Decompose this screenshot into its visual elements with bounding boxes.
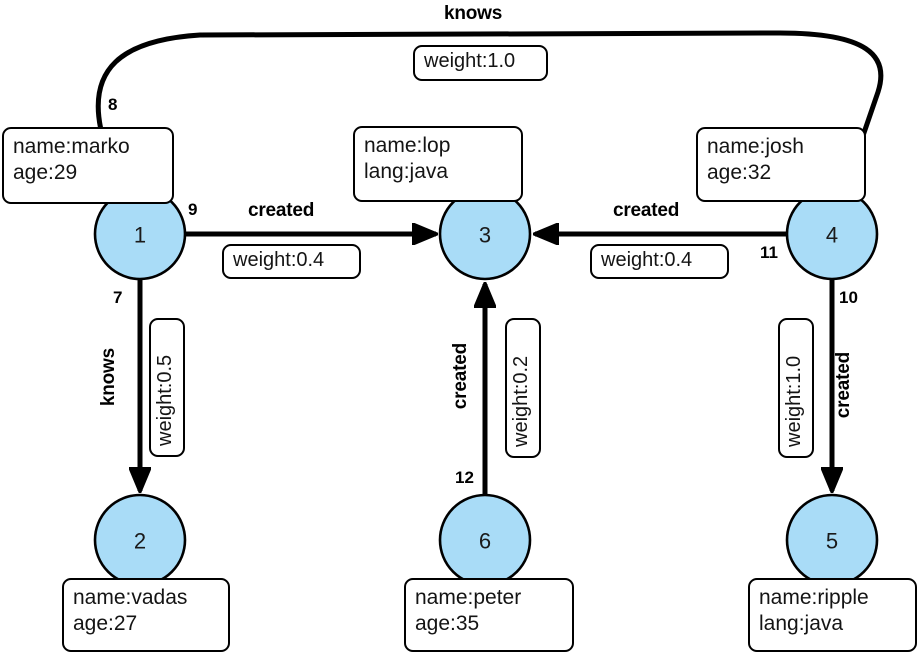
edge-7-type-label: knows [98, 348, 119, 407]
node-5-id: 5 [826, 529, 838, 554]
edge-12-weight-box: weight:0.2 [505, 318, 541, 458]
graph-nodes-layer: 1 2 3 4 5 6 [93, 187, 879, 587]
node-1-id: 1 [134, 223, 146, 248]
edge-9-weight-box: weight:0.4 [222, 244, 361, 279]
edge-10-id-label: 10 [839, 288, 858, 307]
edge-11-type-label: created [613, 200, 680, 221]
edge-8-type-label: knows [444, 3, 503, 24]
node-5-properties: name:ripple lang:java [748, 578, 917, 652]
node-3-id: 3 [479, 223, 491, 248]
edge-8-id-label: 8 [108, 95, 118, 114]
node-3-properties: name:lop lang:java [353, 126, 523, 202]
edge-8-path[interactable] [95, 30, 884, 188]
edge-10-type-label: created [833, 352, 854, 419]
node-4[interactable]: 4 [785, 187, 879, 281]
node-2[interactable]: 2 [93, 493, 187, 587]
edge-8-weight-box: weight:1.0 [413, 45, 548, 81]
node-6[interactable]: 6 [438, 493, 532, 587]
edge-10-weight-box: weight:1.0 [778, 318, 814, 458]
edge-11-weight-box: weight:0.4 [590, 244, 729, 279]
edge-12-type-label: created [450, 343, 471, 410]
node-2-properties: name:vadas age:27 [62, 578, 230, 652]
node-1-properties: name:marko age:29 [2, 127, 174, 204]
node-4-id: 4 [826, 223, 838, 248]
node-2-id: 2 [134, 529, 146, 554]
edge-7-weight-box: weight:0.5 [149, 318, 185, 457]
edge-9-type-label: created [248, 200, 315, 221]
node-6-id: 6 [479, 529, 491, 554]
edge-11-id-label: 11 [760, 243, 778, 262]
edge-12-id-label: 12 [455, 468, 474, 487]
node-6-properties: name:peter age:35 [404, 578, 574, 652]
node-4-properties: name:josh age:32 [696, 127, 866, 202]
edge-7-id-label: 7 [113, 288, 123, 307]
edge-9-id-label: 9 [188, 200, 198, 219]
node-3[interactable]: 3 [438, 187, 532, 281]
node-5[interactable]: 5 [785, 493, 879, 587]
